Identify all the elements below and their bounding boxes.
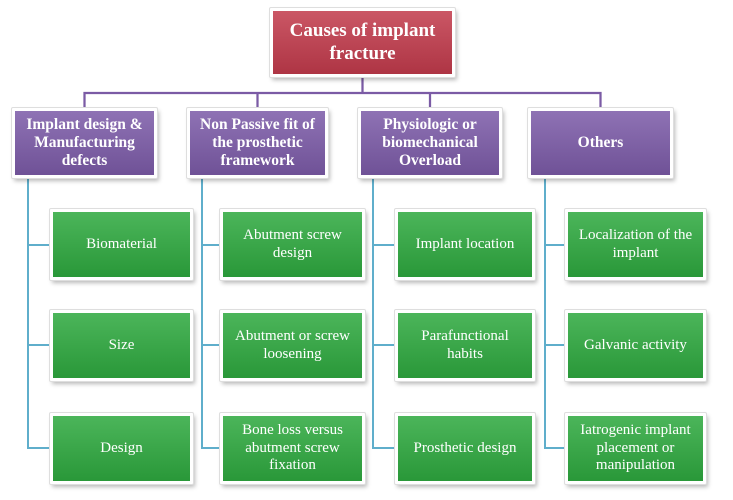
leaf-node-galvanic-activity: Galvanic activity — [565, 310, 706, 381]
column-connector-3 — [544, 178, 565, 449]
category-node-non-passive-fit: Non Passive fit of the prosthetic framew… — [187, 108, 328, 178]
leaf-node-parafunctional-habits: Parafunctional habits — [395, 310, 535, 381]
leaf-node-abutment-or-screw-loosening: Abutment or screw loosening — [220, 310, 365, 381]
root-node-causes-of-implant-fracture: Causes of implant fracture — [270, 8, 455, 77]
leaf-node-implant-location: Implant location — [395, 209, 535, 280]
leaf-node-abutment-screw-design: Abutment screw design — [220, 209, 365, 280]
category-node-others: Others — [528, 108, 673, 178]
leaf-node-bone-loss-versus-abutment-screw-fixation: Bone loss versus abutment screw fixation — [220, 413, 365, 484]
leaf-node-biomaterial: Biomaterial — [50, 209, 193, 280]
leaf-node-size: Size — [50, 310, 193, 381]
column-connector-2 — [372, 178, 395, 449]
category-node-physiologic-biomechanical-overload: Physiologic or biomechanical Overload — [358, 108, 502, 178]
column-connector-0 — [27, 178, 50, 449]
leaf-node-prosthetic-design: Prosthetic design — [395, 413, 535, 484]
column-connector-1 — [201, 178, 220, 449]
category-trunk-connector — [83, 91, 602, 108]
category-node-implant-design-manufacturing-defects: Implant design & Manufacturing defects — [12, 108, 157, 178]
leaf-node-design: Design — [50, 413, 193, 484]
leaf-node-iatrogenic-implant-placement-or-manipulation: Iatrogenic implant placement or manipula… — [565, 413, 706, 484]
leaf-node-localization-of-the-implant: Localization of the implant — [565, 209, 706, 280]
